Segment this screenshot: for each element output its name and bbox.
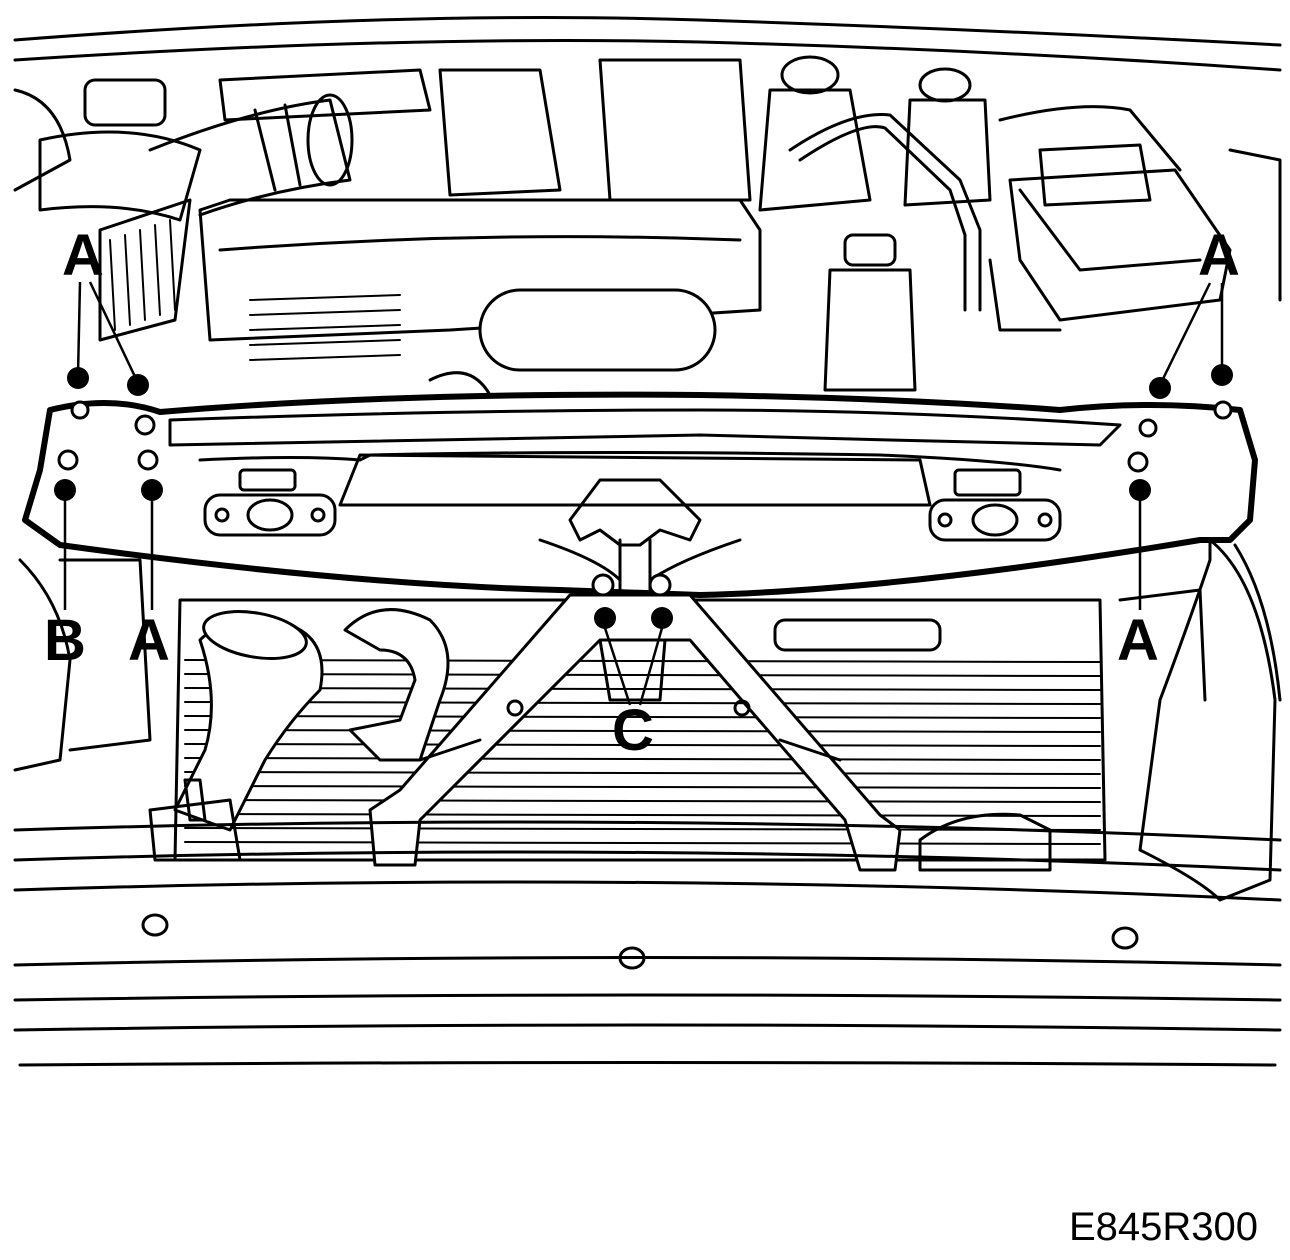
front-bumper xyxy=(13,820,1282,1067)
bolt-markers xyxy=(54,281,1233,706)
support-brace xyxy=(368,573,902,872)
callout-a-lower-right: A xyxy=(1117,608,1159,673)
bolt-point-a-4 xyxy=(1149,377,1171,399)
figure-code: E845R300 xyxy=(1069,1205,1258,1249)
bolt-point-a-6 xyxy=(1129,479,1151,501)
callout-a-top-right: A xyxy=(1198,223,1240,288)
bolt-point-a-5 xyxy=(1211,364,1233,386)
bolt-point-a-1 xyxy=(67,367,89,389)
bolt-point-a-3 xyxy=(141,479,163,501)
callout-c: C xyxy=(612,698,654,763)
upper-crossmember xyxy=(22,391,1258,598)
lower-intake-duct xyxy=(13,558,450,832)
crossmember-slots xyxy=(203,468,1062,542)
bolt-point-a-2 xyxy=(127,374,149,396)
callout-a-top-left: A xyxy=(62,223,104,288)
battery xyxy=(988,105,1282,332)
callout-labels: A A A A B C xyxy=(44,223,1240,763)
callout-b: B xyxy=(44,608,86,673)
engine-cover xyxy=(198,58,762,397)
expansion-tanks xyxy=(758,55,992,392)
right-fender xyxy=(1118,538,1282,902)
bolt-point-c-1 xyxy=(594,607,616,629)
intake-hose-top xyxy=(148,93,354,217)
bolt-point-c-2 xyxy=(651,607,673,629)
left-air-box xyxy=(13,78,202,342)
callout-a-lower-left: A xyxy=(128,608,170,673)
bolt-point-b xyxy=(54,479,76,501)
bottom-components xyxy=(148,778,1052,872)
radiator xyxy=(173,598,1107,862)
hood-outline xyxy=(13,16,1282,72)
